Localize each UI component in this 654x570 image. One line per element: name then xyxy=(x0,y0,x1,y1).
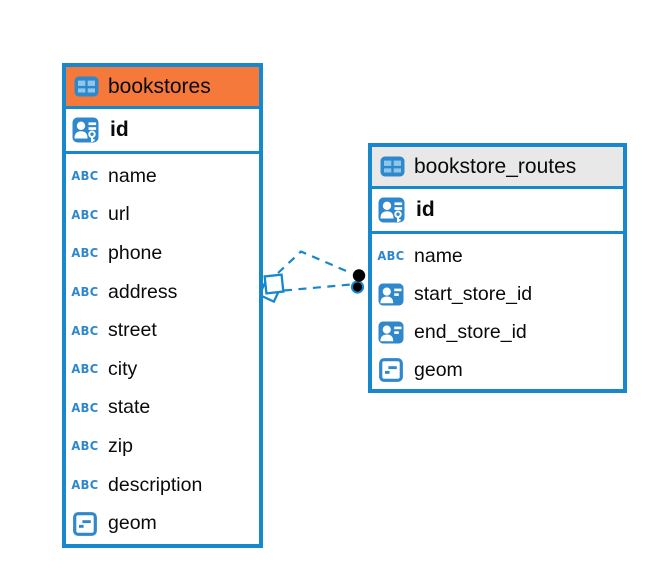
column-row-phone[interactable]: ABC phone xyxy=(66,234,259,273)
text-icon: ABC xyxy=(71,246,99,261)
relationship-one-end-icon xyxy=(350,269,366,294)
table-icon xyxy=(74,76,99,97)
text-icon: ABC xyxy=(71,323,99,339)
text-icon: ABC xyxy=(71,361,99,377)
column-row-name[interactable]: ABC name xyxy=(372,237,623,275)
column-row-street[interactable]: ABC street xyxy=(66,311,259,350)
relationship-line[interactable] xyxy=(277,250,353,275)
column-name: address xyxy=(108,280,178,303)
text-icon: ABC xyxy=(71,168,99,184)
column-name: url xyxy=(108,203,130,226)
entity-bookstore-routes[interactable]: bookstore_routes id ABC name start_store_i… xyxy=(368,143,627,393)
column-name: id xyxy=(416,198,435,221)
text-icon: ABC xyxy=(71,439,99,454)
text-icon: ABC xyxy=(71,400,99,416)
column-row-city[interactable]: ABC city xyxy=(66,350,259,389)
column-row-geom[interactable]: geom xyxy=(66,504,259,543)
column-name: phone xyxy=(108,241,163,264)
column-name: description xyxy=(108,473,203,496)
relationship-many-end-icon xyxy=(257,273,285,304)
column-name: street xyxy=(108,319,157,342)
column-row-name[interactable]: ABC name xyxy=(66,157,259,196)
column-row-end_store_id[interactable]: end_store_id xyxy=(372,313,623,351)
column-name: zip xyxy=(108,434,133,457)
column-name: start_store_id xyxy=(414,282,533,305)
entity-title: bookstores xyxy=(108,74,211,98)
text-icon: ABC xyxy=(71,477,99,493)
column-row-geom[interactable]: geom xyxy=(372,351,623,389)
column-name: name xyxy=(108,164,157,187)
primary-key-icon xyxy=(70,117,100,143)
column-name: geom xyxy=(108,512,157,535)
text-icon: ABC xyxy=(377,248,405,264)
text-icon: ABC xyxy=(71,284,99,300)
column-name: geom xyxy=(414,358,463,381)
column-row-id[interactable]: id xyxy=(66,109,259,154)
column-row-address[interactable]: ABC address xyxy=(66,273,259,312)
foreign-key-icon xyxy=(376,321,406,344)
relationship-line[interactable] xyxy=(283,283,352,292)
entity-title: bookstore_routes xyxy=(414,154,577,178)
entity-header-bookstore-routes[interactable]: bookstore_routes xyxy=(372,147,623,189)
column-name: state xyxy=(108,396,151,419)
geometry-icon xyxy=(376,358,406,382)
entity-header-bookstores[interactable]: bookstores xyxy=(66,67,259,109)
column-row-start_store_id[interactable]: start_store_id xyxy=(372,275,623,313)
column-name: city xyxy=(108,357,138,380)
geometry-icon xyxy=(70,511,100,536)
column-name: end_store_id xyxy=(414,320,527,343)
column-row-description[interactable]: ABC description xyxy=(66,466,259,505)
column-row-id[interactable]: id xyxy=(372,189,623,234)
table-icon xyxy=(380,156,405,177)
column-name: id xyxy=(110,118,129,141)
text-icon: ABC xyxy=(71,207,99,223)
column-row-state[interactable]: ABC state xyxy=(66,389,259,428)
column-row-zip[interactable]: ABC zip xyxy=(66,427,259,466)
foreign-key-icon xyxy=(376,283,406,306)
primary-key-icon xyxy=(376,197,406,223)
column-row-url[interactable]: ABC url xyxy=(66,196,259,235)
column-name: name xyxy=(414,244,463,267)
